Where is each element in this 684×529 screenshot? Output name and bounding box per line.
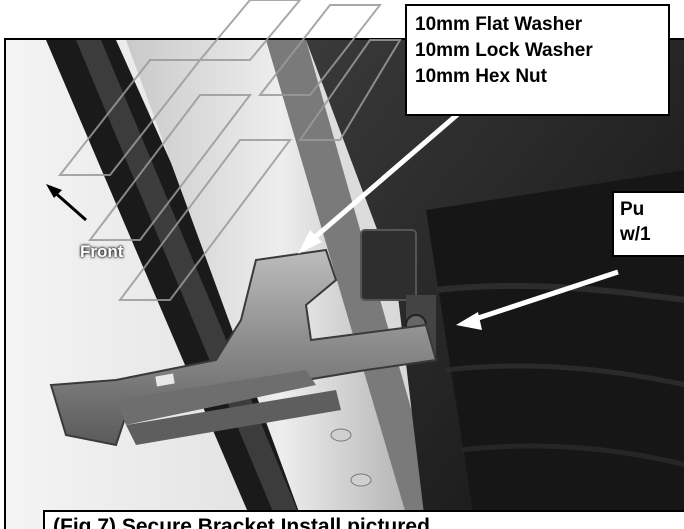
front-arrow-head <box>46 184 62 198</box>
hardware-line-hex-nut: 10mm Hex Nut <box>415 66 547 87</box>
hardware-line-flat-washer: 10mm Flat Washer <box>415 14 583 35</box>
callout-arrow-right <box>465 269 619 325</box>
rail-bolt-2 <box>350 473 372 487</box>
callout-arrow-right-head <box>456 312 482 330</box>
front-arrow-line <box>51 188 87 222</box>
rail-bolt-1 <box>330 428 352 442</box>
bracket-lower-flange <box>116 370 316 425</box>
callout-arrow-hardware <box>304 112 460 247</box>
callout-arrow-hardware-head <box>298 230 322 254</box>
bed-contour-3 <box>460 443 684 468</box>
hardware-line-lock-washer: 10mm Lock Washer <box>415 40 593 61</box>
side-callout-line2: w/1 <box>620 224 651 245</box>
side-callout: Pu w/1 <box>612 191 684 257</box>
figure-caption: (Fig 7) Secure Bracket Install pictured <box>43 510 684 529</box>
bracket-slot <box>155 373 175 387</box>
wheel-well <box>426 170 684 529</box>
mount-plate <box>360 229 417 301</box>
hardware-callout: 10mm Flat Washer 10mm Lock Washer 10mm H… <box>405 4 670 116</box>
front-direction-label: Front <box>80 242 124 261</box>
bed-rail-shadow <box>266 40 446 529</box>
bracket-lower-edge <box>126 390 341 445</box>
side-callout-line1: Pu <box>620 199 645 220</box>
bed-contour-2 <box>445 363 684 388</box>
